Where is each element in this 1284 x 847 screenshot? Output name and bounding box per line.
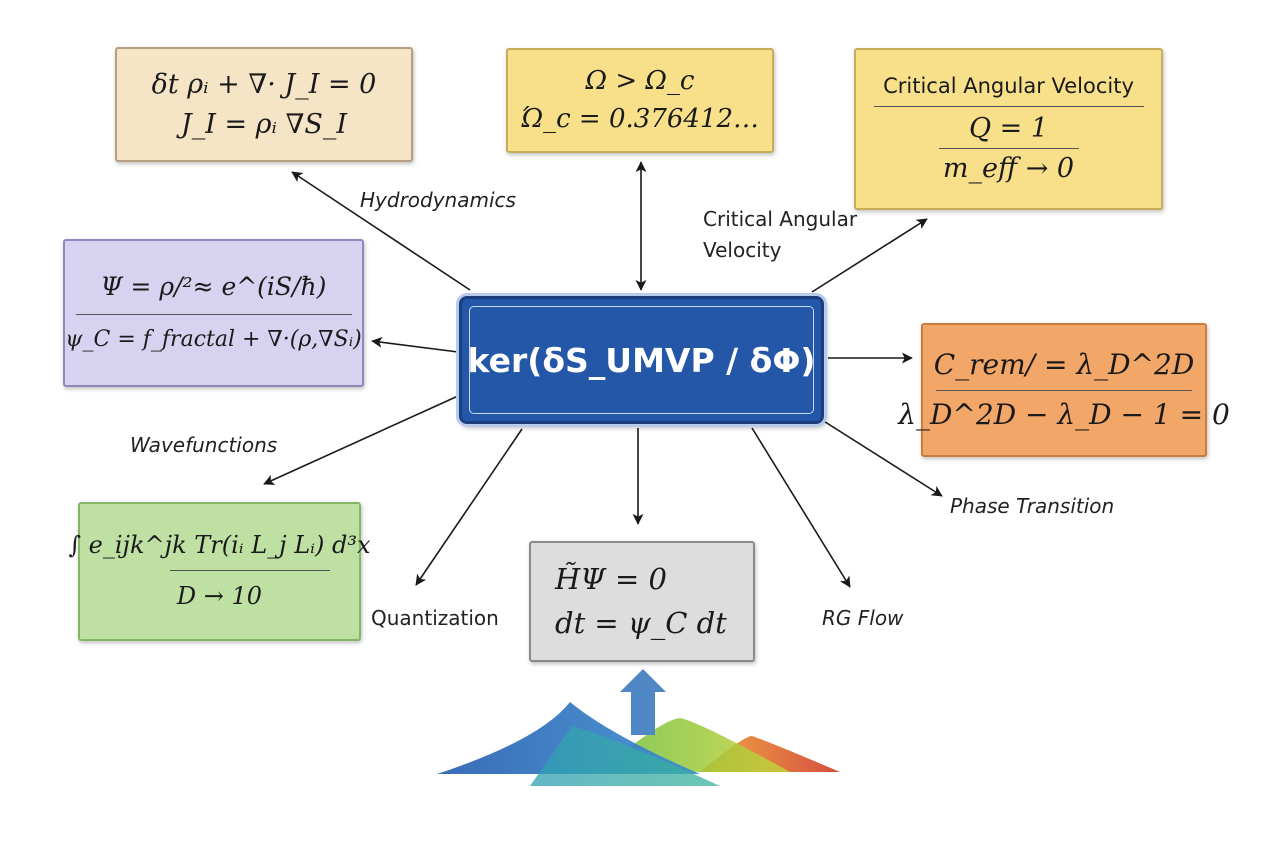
arrow-to-rg-flow xyxy=(751,427,851,588)
fraction-rule xyxy=(75,314,352,316)
c-rem-equation: C_rem/ = λ_D^2D xyxy=(933,348,1195,382)
omega-inequality: Ω > Ω_c xyxy=(585,65,695,96)
up-arrow-head xyxy=(620,669,666,692)
label-quantization: Quantization xyxy=(371,606,499,630)
wavefunctions-equation-box: Ψ = ρ/²≈ e^(iS/ħ) ψ_C = f_fractal + ∇·(ρ… xyxy=(63,239,364,387)
arrow-to-critical xyxy=(811,218,928,293)
equation-divider xyxy=(938,148,1079,149)
hydrodynamics-equation-box: δt ρᵢ + ∇· J_I = 0 J_I = ρᵢ ∇S_I xyxy=(115,47,413,162)
arrow-to-wavefunctions xyxy=(371,336,459,353)
fraction-rule xyxy=(936,389,1192,391)
critical-box-title: Critical Angular Velocity xyxy=(883,73,1134,98)
wheeler-dewitt-equation: H̃Ψ = 0 xyxy=(555,562,667,597)
omega-critical-value: Ώ_c = 0.376412… xyxy=(520,103,760,134)
central-kernel-node: ker(δS_UMVP / δΦ) xyxy=(459,296,824,424)
lambda-quadratic: λ_D^2D − λ_D − 1 = 0 xyxy=(898,397,1230,431)
label-critical-angular: Critical Angular xyxy=(703,207,858,231)
label-hydrodynamics: Hydrodynamics xyxy=(360,188,516,212)
arrow-to-hydrodynamics xyxy=(291,171,471,291)
psi-c-equation: ψ_C = f_fractal + ∇·(ρ,∇Sᵢ) xyxy=(65,327,362,353)
label-velocity: Velocity xyxy=(703,238,782,262)
trace-integral: ∫ e_ijk^jk Tr(iᵢ L_j Lᵢ) d³x xyxy=(68,531,371,560)
hill-teal xyxy=(530,726,720,786)
central-inner-border xyxy=(469,306,814,414)
continuity-equation: δt ρᵢ + ∇· J_I = 0 xyxy=(151,69,377,101)
psi-polar-form: Ψ = ρ/²≈ e^(iS/ħ) xyxy=(100,272,327,302)
q-equation: Q = 1 xyxy=(968,112,1049,144)
critical-angular-velocity-box: Critical Angular Velocity Q = 1 m_eff → … xyxy=(854,48,1163,210)
arrow-to-string xyxy=(263,395,459,485)
label-wavefunctions: Wavefunctions xyxy=(130,433,278,457)
current-equation: J_I = ρᵢ ∇S_I xyxy=(180,108,348,140)
quantization-equation-box: H̃Ψ = 0 dt = ψ_C dt xyxy=(529,541,755,662)
kernel-formula: ker(δS_UMVP / δΦ) xyxy=(467,340,816,380)
dimension-limit: D → 10 xyxy=(176,582,263,610)
title-divider xyxy=(873,105,1144,107)
fraction-rule xyxy=(169,570,330,571)
label-phase-transition: Phase Transition xyxy=(950,494,1115,518)
time-equation: dt = ψ_C dt xyxy=(555,605,727,640)
phase-transition-equation-box: C_rem/ = λ_D^2D λ_D^2D − λ_D − 1 = 0 xyxy=(898,323,1230,457)
omega-condition-box: Ω > Ω_c Ώ_c = 0.376412… xyxy=(506,48,774,153)
effective-mass-limit: m_eff → 0 xyxy=(942,153,1075,184)
arrow-to-phase-transition xyxy=(821,419,943,497)
up-arrow-shaft xyxy=(631,690,655,735)
arrow-to-quantization-left xyxy=(415,428,523,586)
label-rg-flow: RG Flow xyxy=(822,606,904,630)
dimension-integral-box: ∫ e_ijk^jk Tr(iᵢ L_j Lᵢ) d³x D → 10 xyxy=(69,502,371,641)
